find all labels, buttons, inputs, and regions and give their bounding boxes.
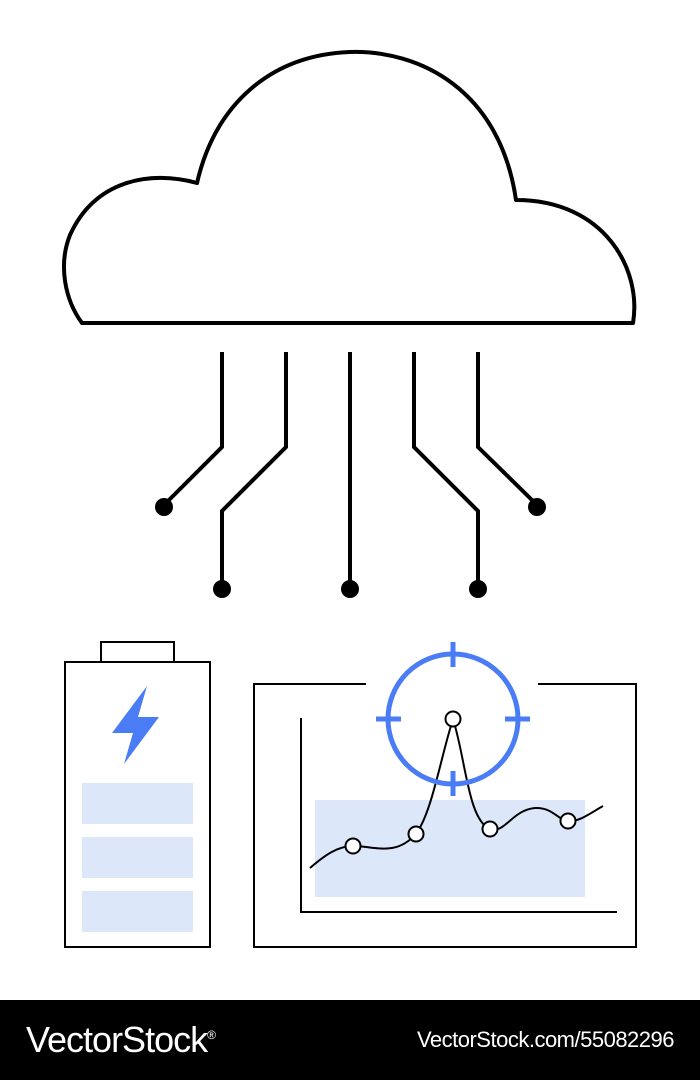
circuit-node (528, 498, 546, 516)
image-id: VectorStock.com/55082296 (416, 1027, 675, 1052)
chart-axes (300, 718, 617, 913)
brand-logo: VectorStock® (26, 1019, 216, 1061)
chart-point (559, 812, 577, 830)
chart-point (344, 837, 362, 855)
illustration-canvas (62, 49, 637, 948)
brand-name: VectorStock (26, 1019, 208, 1060)
circuit-node (341, 580, 359, 598)
circuit-line (476, 352, 539, 507)
circuit-node (469, 580, 487, 598)
circuit-line (162, 352, 224, 507)
lightning-bolt-icon (112, 686, 159, 764)
circuit-node (213, 580, 231, 598)
cloud-icon (62, 49, 637, 325)
circuit-node (155, 498, 173, 516)
circuit-lines-icon (162, 352, 539, 588)
panel-frame (253, 683, 637, 948)
battery-charge-bar (82, 891, 193, 932)
battery-icon (64, 641, 211, 948)
battery-charge-bar (82, 783, 193, 824)
chart-points (344, 710, 577, 855)
chart-point (444, 710, 462, 728)
circuit-line (412, 352, 480, 588)
chart-panel (253, 642, 637, 948)
circuit-line (220, 352, 288, 588)
crosshair-target-icon (376, 642, 530, 796)
battery-charge-bars (82, 783, 193, 932)
registered-mark: ® (207, 1028, 216, 1042)
battery-terminal (100, 641, 175, 663)
circuit-nodes (155, 498, 546, 598)
battery-charge-bar (82, 837, 193, 878)
chart-point (407, 825, 425, 843)
chart-point (481, 820, 499, 838)
watermark-footer: VectorStock® VectorStock.com/55082296 (0, 1000, 700, 1080)
